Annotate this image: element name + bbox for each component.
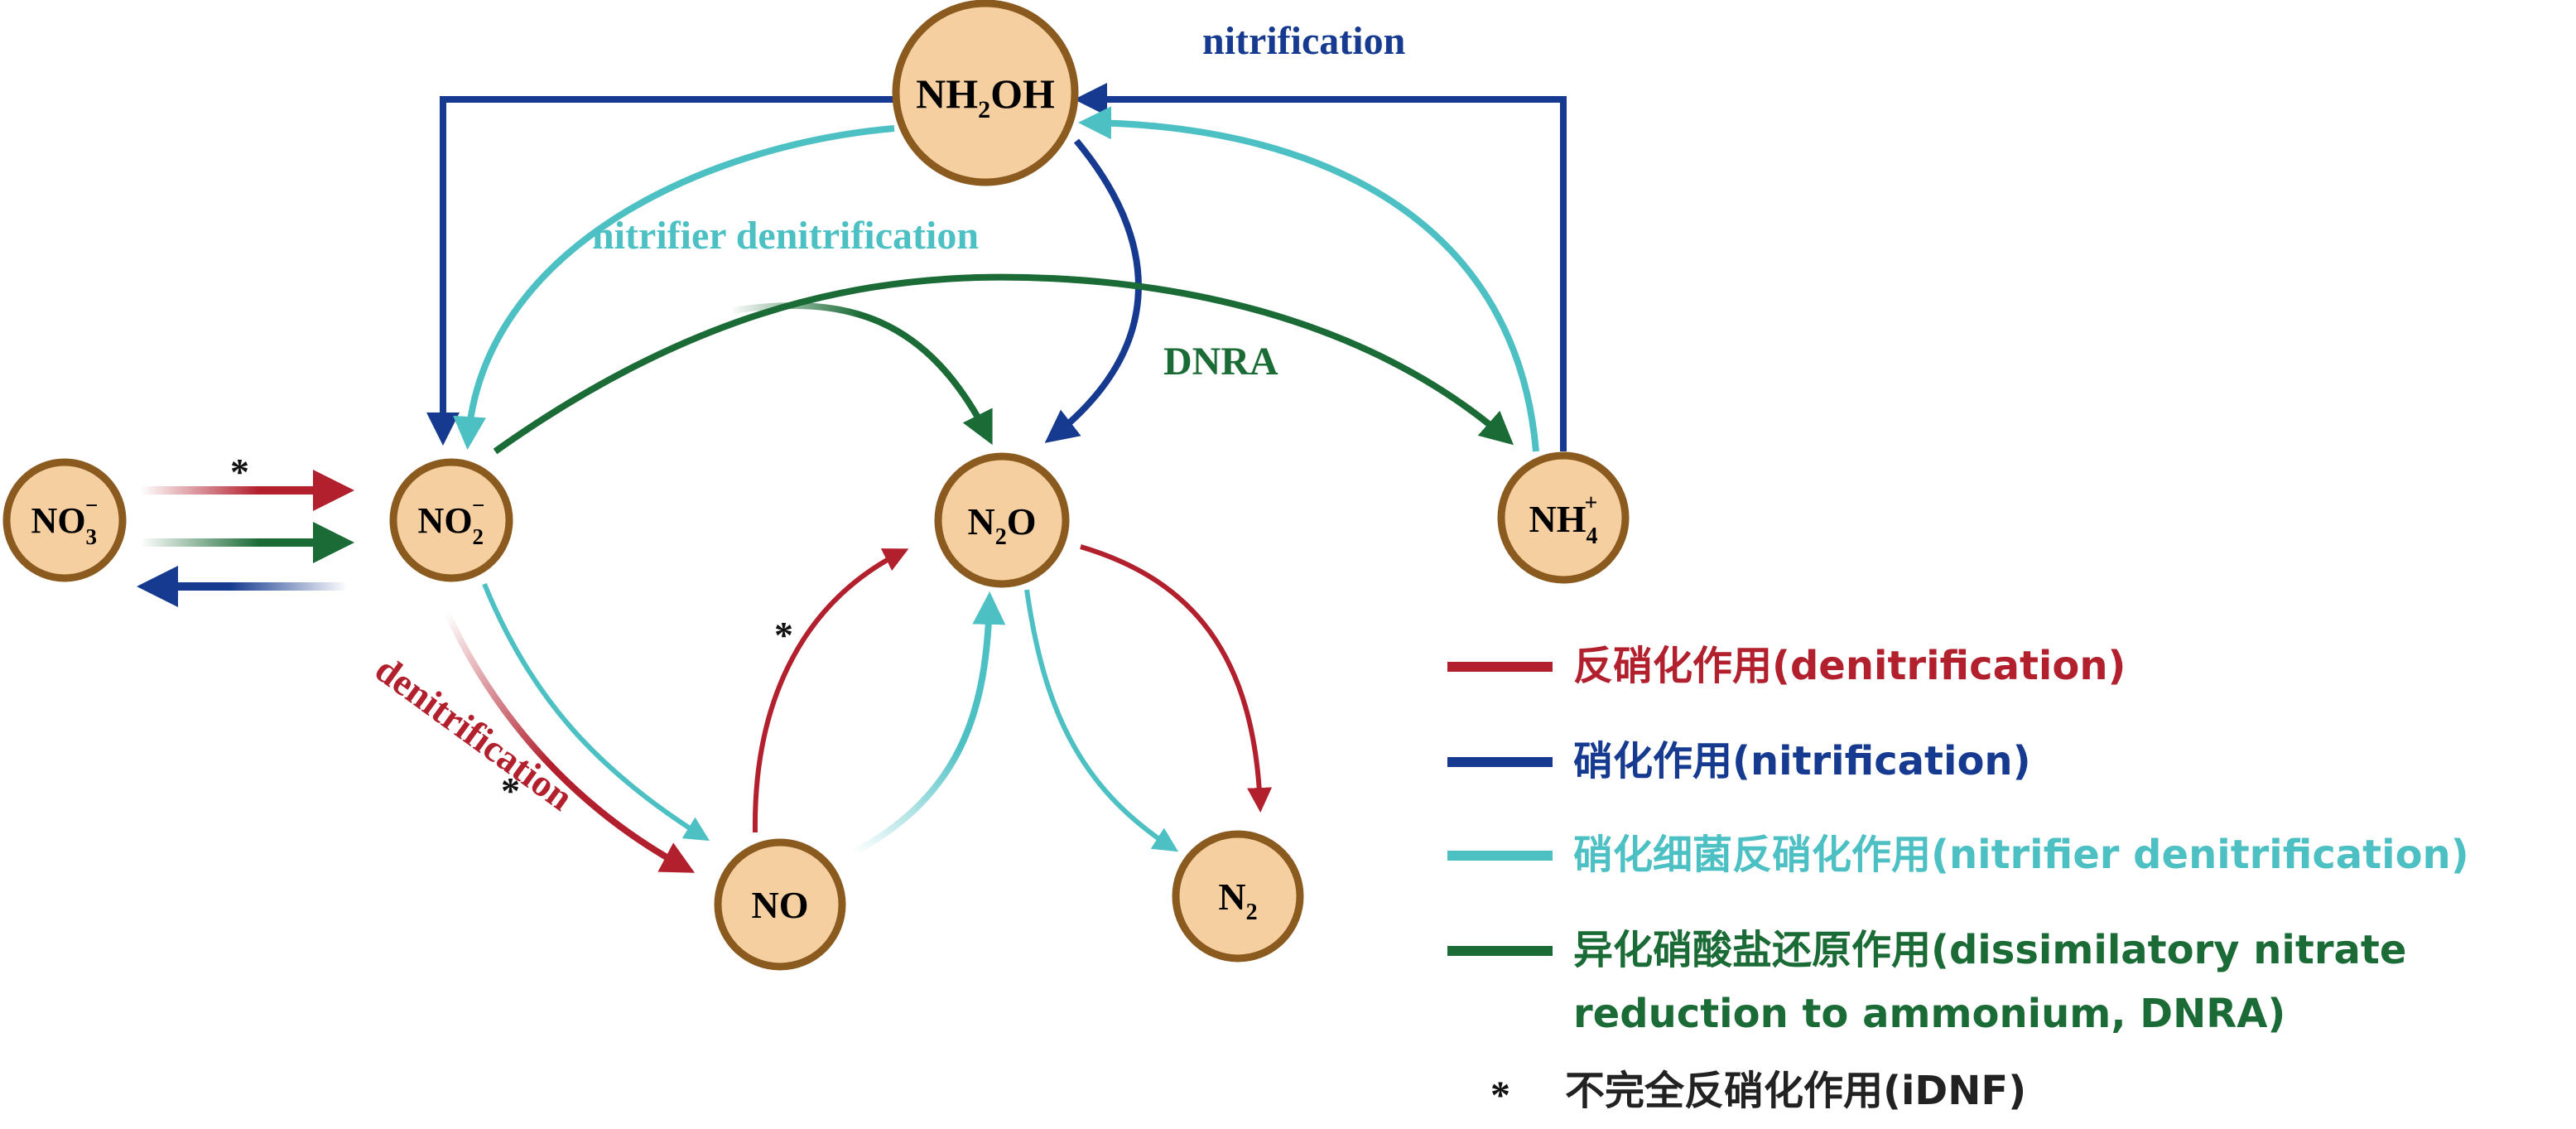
nitrification-arrow-nh2oh-n2o (1044, 138, 1142, 443)
nitrifier-denitrification-arrow-no-n2o (851, 591, 1006, 856)
node-nh2oh: NH2OH (892, 0, 1079, 186)
svg-text:reduction to ammonium, DNRA): reduction to ammonium, DNRA) (1573, 991, 2285, 1037)
node-no2: NO2− (389, 458, 513, 582)
svg-text:硝化作用(nitrification): 硝化作用(nitrification) (1573, 738, 2031, 784)
label-dnra: DNRA (1163, 340, 1278, 384)
svg-text:NH4+: NH4+ (1529, 490, 1598, 549)
node-no3: NO3− (2, 458, 127, 582)
svg-text:NO3−: NO3− (31, 493, 99, 549)
svg-text:NO: NO (752, 884, 809, 926)
legend-item-dnra: 异化硝酸盐还原作用(dissimilatory nitrate reductio… (1447, 927, 2406, 1037)
nitrifier-denitrification-arrow-no2-no (482, 582, 710, 842)
svg-text:N2: N2 (1218, 876, 1257, 925)
nitrification-arrow-nh2oh-no2 (426, 96, 903, 446)
svg-text:硝化细菌反硝化作用(nitrifier denitrific: 硝化细菌反硝化作用(nitrifier denitrification) (1573, 832, 2469, 878)
svg-text:异化硝酸盐还原作用(dissimilatory nitrat: 异化硝酸盐还原作用(dissimilatory nitrate (1573, 927, 2406, 973)
legend-item-denitrification: 反硝化作用(denitrification) (1447, 643, 2126, 689)
label-nitrifier-denitrification: nitrifier denitrification (592, 214, 979, 258)
node-nh4: NH4+ (1497, 451, 1630, 584)
label-denitrification: denitrification (368, 648, 580, 818)
node-n2o: N2O (934, 452, 1070, 588)
legend-item-idnf: * 不完全反硝化作用(iDNF) (1490, 1068, 2026, 1117)
nitrifier-denitrification-arrow-nh4-nh2oh (1078, 106, 1539, 452)
legend-item-nitrification: 硝化作用(nitrification) (1447, 738, 2031, 784)
star-idnf-no2-no: * (501, 770, 520, 812)
svg-text:*: * (1490, 1074, 1510, 1117)
dnra-arrow-to-n2o (732, 302, 993, 446)
nitrifier-denitrification-arrow-n2o-n2 (1024, 589, 1179, 852)
nitrifier-denitrification-arrow-nh2oh-no2 (453, 125, 895, 450)
star-idnf-no-n2o: * (774, 614, 793, 656)
node-no: NO (714, 838, 846, 971)
nitrification-arrow-nh4-nh2oh (1074, 83, 1567, 451)
star-idnf-no3-no2: * (230, 451, 249, 493)
svg-text:不完全反硝化作用(iDNF): 不完全反硝化作用(iDNF) (1565, 1068, 2026, 1114)
dnra-arrow-no2-nh4 (493, 273, 1514, 455)
svg-text:NH2OH: NH2OH (916, 70, 1055, 123)
svg-text:NO2−: NO2− (418, 493, 485, 549)
denitrification-arrow-no2-no (444, 611, 696, 873)
label-nitrification: nitrification (1202, 19, 1405, 63)
svg-text:反硝化作用(denitrification): 反硝化作用(denitrification) (1573, 643, 2126, 689)
denitrification-arrow-no-n2o (752, 548, 909, 833)
legend-item-nitrifier-denitrification: 硝化细菌反硝化作用(nitrifier denitrification) (1447, 832, 2469, 878)
node-n2: N2 (1172, 830, 1304, 963)
denitrification-arrow-n2o-n2 (1080, 544, 1273, 813)
legend: 反硝化作用(denitrification) 硝化作用(nitrificatio… (1447, 643, 2469, 1117)
svg-text:N2O: N2O (967, 500, 1036, 550)
